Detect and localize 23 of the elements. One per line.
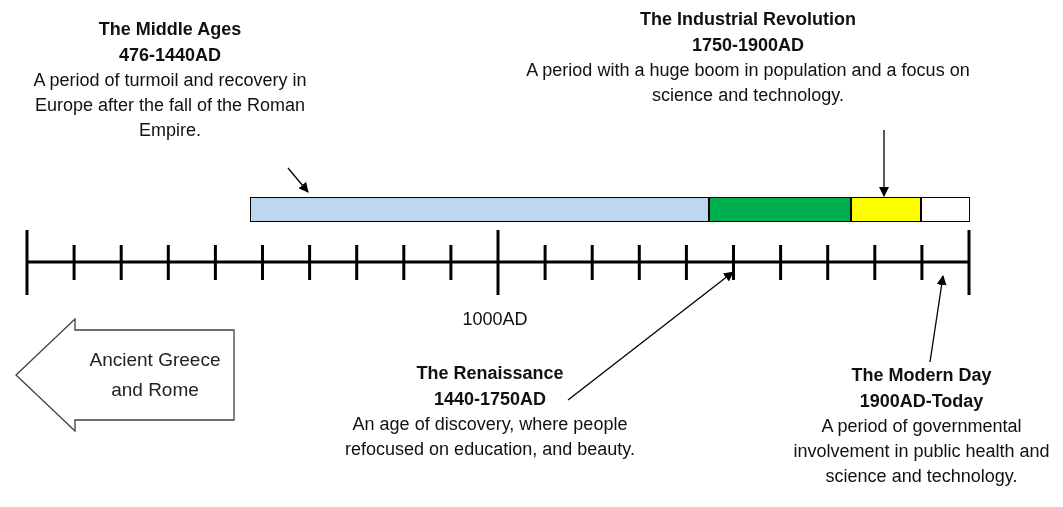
period-dates: 1900AD-Today [859,390,984,413]
arrow-label: Ancient Greece and Rome [88,348,222,402]
period-text: An age of discovery, where people refocused on education, and beauty. [344,413,636,461]
timeline-bar-segment [709,197,851,222]
leader-arrow [929,275,947,363]
period-text: A period of governmental involvement in public health and science and technology. [792,415,1051,488]
axis-label: 1000AD [461,308,529,331]
period-dates: 476-1440AD [118,44,222,67]
period-title: The Renaissance [416,362,564,385]
leader-arrow [879,129,889,197]
timeline-bar-segment [250,197,709,222]
period-text: A period of turmoil and recovery in Europe after the fall of the Roman Empire. [32,69,308,142]
period-title: The Industrial Revolution [640,8,856,31]
leader-arrow [567,271,734,401]
left-arrow-shape [15,318,235,432]
timeline-bar-segment [851,197,921,222]
period-text: A period with a huge boom in population and a focus on science and technology. [525,59,971,107]
period-dates: 1440-1750AD [433,388,547,411]
timeline-bar-segment [921,197,970,222]
period-title: The Middle Ages [98,18,242,41]
period-title: The Modern Day [851,364,992,387]
leader-arrow [287,167,309,193]
period-dates: 1750-1900AD [691,34,805,57]
